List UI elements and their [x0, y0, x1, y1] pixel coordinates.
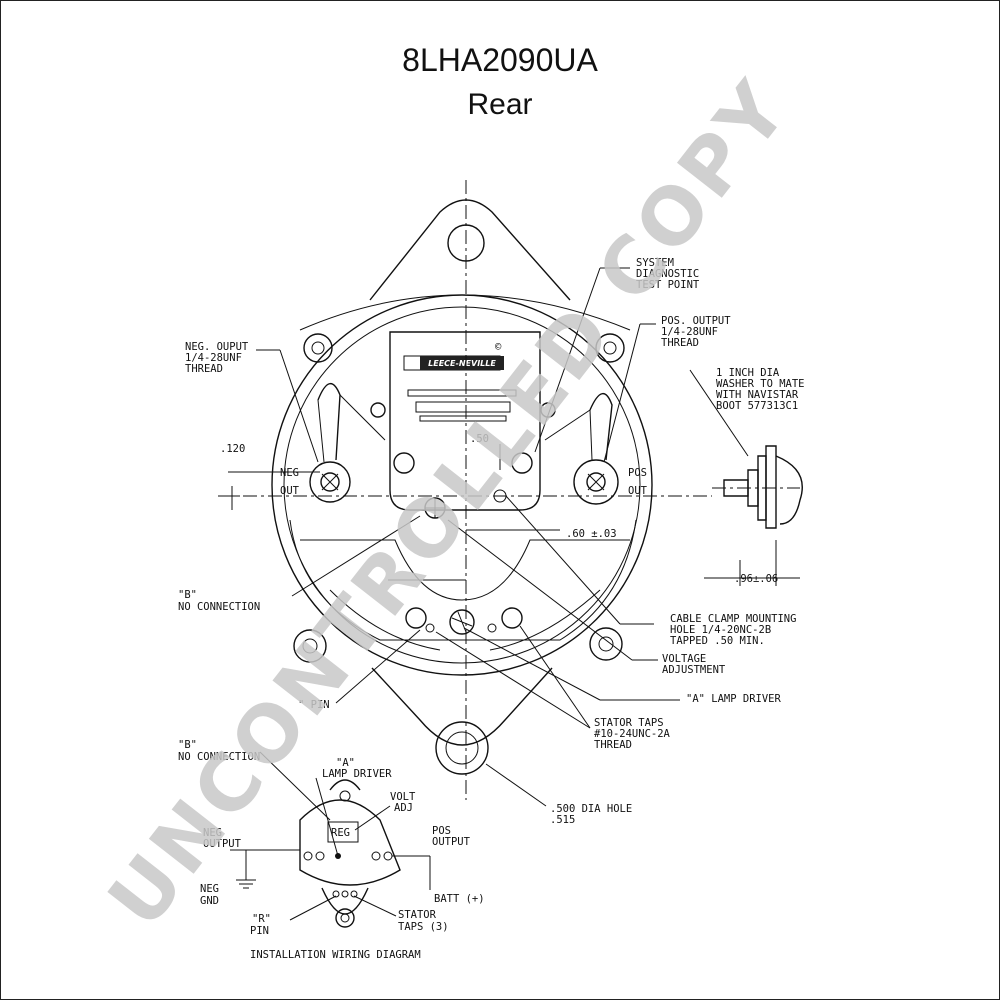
r-pin-label: " PIN — [298, 699, 330, 711]
boss-bottom-left — [293, 629, 327, 663]
wiring-a-label-2: LAMP DRIVER — [322, 768, 392, 780]
wiring-neg-label-2: OUTPUT — [203, 838, 242, 850]
uncontrolled-copy-watermark: UNCONTROLLED COPY — [92, 64, 807, 944]
copyright-mark: © — [495, 341, 502, 353]
wiring-gnd-label-1: NEG — [200, 883, 219, 895]
cable-clamp-label-2: HOLE 1/4-20NC-2B — [670, 624, 771, 636]
neg-output-label-2: 1/4-28UNF — [185, 352, 242, 364]
wiring-stator-label-2: TAPS (3) — [398, 921, 449, 933]
stator-label-3: THREAD — [594, 739, 632, 751]
wiring-b-label-1: "B" — [178, 739, 197, 751]
neg-output-terminal — [309, 461, 351, 503]
page-subtitle: Rear — [467, 88, 533, 121]
wiring-pos-label-1: POS — [432, 825, 451, 837]
wiring-pos-label-2: OUTPUT — [432, 836, 471, 848]
stator-label-2: #10-24UNC-2A — [594, 728, 671, 740]
wiring-b-label-2: NO CONNECTION — [178, 751, 260, 763]
regulator-cover — [389, 331, 541, 511]
b-label-1: "B" — [178, 589, 197, 601]
reg-label: REG — [331, 827, 350, 839]
wiring-r-label-2: PIN — [250, 925, 269, 937]
page-title: 8LHA2090UA — [402, 42, 598, 78]
wiring-gnd-label-2: GND — [200, 895, 219, 907]
boss-top-left — [303, 333, 333, 363]
pos-output-label-2: 1/4-28UNF — [661, 326, 718, 338]
washer-label-3: WITH NAVISTAR — [716, 389, 799, 401]
neg-output-label-3: THREAD — [185, 363, 223, 375]
wiring-a-label-1: "A" — [336, 757, 355, 769]
dim-50: .50 — [470, 433, 489, 445]
dim-96: .96±.06 — [734, 573, 778, 585]
cable-clamp-label-3: TAPPED .50 MIN. — [670, 635, 765, 647]
a-lamp-driver-label: "A" LAMP DRIVER — [686, 693, 782, 705]
washer-label-4: BOOT 577313C1 — [716, 400, 798, 412]
wiring-neg-label-1: NEG — [203, 827, 222, 839]
system-label-1: SYSTEM — [636, 257, 674, 269]
leece-neville-logo — [420, 356, 504, 370]
dim-60: .60 ±.03 — [566, 528, 617, 540]
svg-text:LEECE-NEVILLE: LEECE-NEVILLE — [428, 359, 496, 368]
voltage-label-2: ADJUSTMENT — [662, 664, 726, 676]
hole-label-2: .515 — [550, 814, 575, 826]
installation-wiring-diagram: REG "B" NO CONNECTION "A" LAMP DRIVER VO… — [178, 739, 485, 961]
hole-label-1: .500 DIA HOLE — [550, 803, 632, 815]
out-left-label: OUT — [280, 485, 300, 497]
stator-label-1: STATOR TAPS — [594, 717, 664, 729]
boss-bottom-right — [589, 627, 623, 661]
wiring-caption: INSTALLATION WIRING DIAGRAM — [250, 949, 421, 961]
washer-label-1: 1 INCH DIA — [716, 367, 780, 379]
neg-label: NEG — [280, 467, 299, 479]
washer-label-2: WASHER TO MATE — [716, 378, 805, 390]
b-label-2: NO CONNECTION — [178, 601, 260, 613]
wiring-r-label-1: "R" — [252, 913, 271, 925]
voltage-label-1: VOLTAGE — [662, 653, 706, 665]
system-label-2: DIAGNOSTIC — [636, 268, 699, 280]
wiring-stator-label-1: STATOR — [398, 909, 437, 921]
wiring-batt-label: BATT (+) — [434, 893, 485, 905]
pos-output-terminal — [573, 459, 619, 505]
wiring-volt-label-2: ADJ — [394, 802, 413, 814]
dim-120: .120 — [220, 443, 245, 455]
stator-tap-right — [501, 607, 523, 629]
pos-output-label-1: POS. OUTPUT — [661, 315, 731, 327]
wiring-volt-label-1: VOLT — [390, 791, 416, 803]
leader-lines — [228, 267, 800, 807]
pos-output-label-3: THREAD — [661, 337, 699, 349]
cable-clamp-label-1: CABLE CLAMP MOUNTING — [670, 613, 796, 625]
neg-output-label-1: NEG. OUPUT — [185, 341, 249, 353]
a-lamp-driver-terminal — [449, 609, 475, 635]
side-view-terminal — [712, 445, 803, 586]
bottom-mount-hole — [435, 721, 489, 775]
stator-tap-left — [405, 607, 427, 629]
pos-label: POS — [628, 467, 647, 479]
boss-top-right — [595, 333, 625, 363]
system-label-3: TEST POINT — [636, 279, 700, 291]
alternator-housing: LEECE-NEVILLE © — [271, 199, 653, 775]
reg-box — [327, 821, 359, 843]
out-right-label: OUT — [628, 485, 648, 497]
main-labels: NEG. OUPUT 1/4-28UNF THREAD SYSTEM DIAGN… — [178, 257, 805, 826]
